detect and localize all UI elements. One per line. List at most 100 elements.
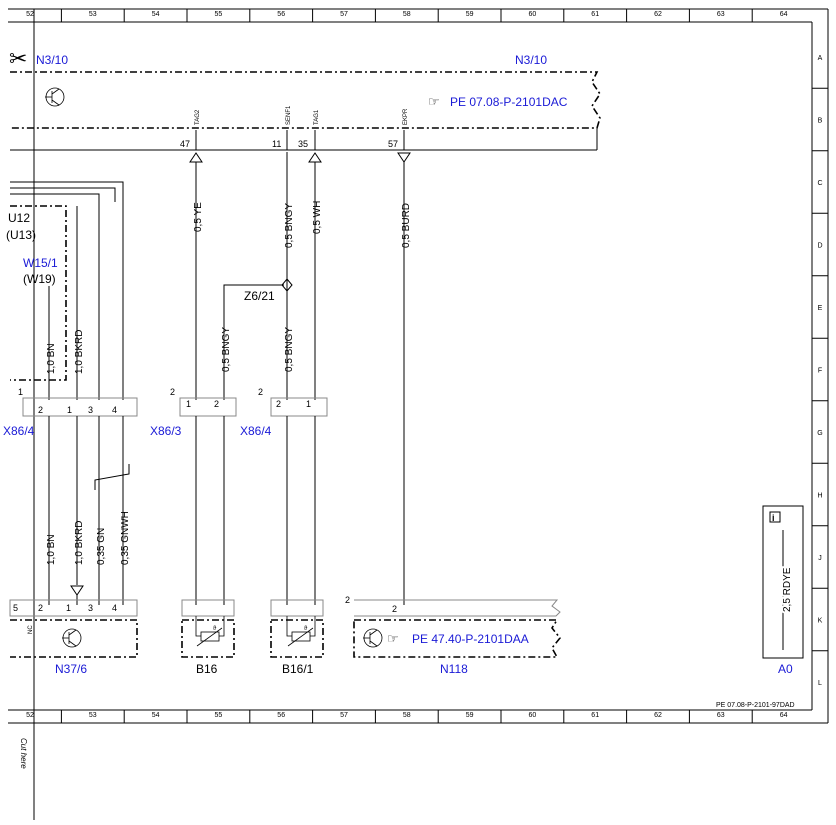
row-label: H (817, 493, 822, 500)
column-label-bottom: 59 (466, 712, 474, 719)
svg-text:1: 1 (66, 603, 71, 613)
wire-label-gnwh: 0,35 GNWH (120, 511, 131, 565)
pointing-hand-icon: ☞ (428, 94, 440, 109)
svg-text:4: 4 (112, 405, 117, 415)
n3-10-label-left: N3/10 (36, 53, 68, 67)
column-label-top: 58 (403, 11, 411, 18)
wire-label-bngy-top: 0,5 BNGY (284, 203, 295, 248)
wire-label-wh: 0,5 WH (312, 201, 323, 234)
column-label-top: 55 (215, 11, 223, 18)
doc-reference: PE 07.08-P-2101-97DAD (716, 702, 795, 709)
column-label-top: 62 (654, 11, 662, 18)
svg-text:3: 3 (88, 603, 93, 613)
row-label: J (818, 555, 822, 562)
row-label: B (818, 118, 823, 125)
svg-text:2: 2 (38, 603, 43, 613)
column-label-bottom: 56 (277, 712, 285, 719)
n3-10-wires (195, 152, 405, 605)
w19-label: (W19) (23, 272, 56, 286)
wire-label-bngy-b16-1: 0,5 BNGY (284, 327, 295, 372)
w15-1-label: W15/1 (23, 256, 58, 270)
svg-text:1: 1 (67, 405, 72, 415)
x86-4-left-label: X86/4 (3, 424, 35, 438)
b16-1-label: B16/1 (282, 662, 314, 676)
n37-6-label: N37/6 (55, 662, 87, 676)
n3-10-reference-link[interactable]: PE 07.08-P-2101DAC (450, 95, 568, 109)
svg-text:4: 4 (112, 603, 117, 613)
n118-unit[interactable]: 2 2 ☞ PE 47.40-P-2101DAA N118 (345, 595, 562, 676)
wire-label-bkrd-bot: 1,0 BKRD (74, 521, 85, 565)
svg-text:3: 3 (88, 405, 93, 415)
column-ticks: 5252535354545555565657575858595960606161… (26, 9, 788, 723)
scissors-icon: ✂ (9, 46, 27, 71)
wire-label-burd: 0,5 BURD (401, 203, 412, 248)
svg-text:2: 2 (38, 405, 43, 415)
row-label: E (818, 305, 823, 312)
connector-x86-3[interactable]: 2 1 2 X86/3 (150, 387, 237, 438)
z6-21-label: Z6/21 (244, 289, 275, 303)
column-label-bottom: 60 (529, 712, 537, 719)
column-label-top: 56 (277, 11, 285, 18)
transistor-icon (363, 628, 383, 648)
row-label: K (818, 618, 823, 625)
b16-sensor[interactable]: ϑ B16 (181, 599, 235, 676)
svg-text:2: 2 (345, 595, 350, 605)
svg-text:2: 2 (258, 387, 263, 397)
signal-tag2: TAG2 (195, 109, 201, 125)
column-label-bottom: 61 (591, 712, 599, 719)
column-label-top: 52 (26, 11, 34, 18)
wire-label-gn: 0,35 GN (96, 528, 107, 565)
column-label-top: 64 (780, 11, 788, 18)
sheet-frame (8, 8, 829, 724)
svg-text:1: 1 (306, 399, 311, 409)
wire-label-bngy-b16: 0,5 BNGY (221, 327, 232, 372)
wire-label-bn-bot: 1,0 BN (46, 534, 57, 565)
pointing-hand-icon: ☞ (387, 631, 399, 646)
column-label-bottom: 55 (215, 712, 223, 719)
temperature-sensor-icon: ϑ (286, 616, 316, 647)
row-label: D (817, 243, 822, 250)
signal-tag1: TAG1 (314, 109, 320, 125)
column-label-top: 60 (529, 11, 537, 18)
column-label-top: 63 (717, 11, 725, 18)
info-icon: i (772, 513, 775, 523)
svg-text:5: 5 (13, 603, 18, 613)
row-label: A (818, 55, 823, 62)
transistor-icon (62, 628, 82, 648)
column-label-bottom: 53 (89, 712, 97, 719)
u12-label: U12 (8, 211, 30, 225)
pin-57: 57 (388, 139, 398, 149)
lower-wires (48, 416, 316, 605)
u13-label: (U13) (6, 228, 36, 242)
n118-reference-link[interactable]: PE 47.40-P-2101DAA (412, 632, 529, 646)
pin-11: 11 (272, 139, 281, 149)
wire-label-bn-top: 1,0 BN (46, 343, 57, 374)
column-label-bottom: 63 (717, 712, 725, 719)
svg-text:NC: NC (28, 625, 34, 634)
a0-wire-label: 2,5 RDYE (782, 567, 793, 612)
connector-x86-4-left[interactable]: 1 2 1 3 4 X86/4 (3, 387, 138, 438)
row-label: C (817, 180, 822, 187)
svg-text:1: 1 (18, 387, 23, 397)
column-label-bottom: 54 (152, 712, 160, 719)
column-label-top: 61 (591, 11, 599, 18)
column-label-bottom: 58 (403, 712, 411, 719)
b16-1-sensor[interactable]: ϑ B16/1 (270, 599, 324, 676)
u12-module: U12 (U13) W15/1 (W19) 1,0 BN 1,0 BKRD (6, 181, 124, 400)
a0-label: A0 (778, 662, 793, 676)
column-label-top: 59 (466, 11, 474, 18)
svg-text:2: 2 (392, 604, 397, 614)
column-label-bottom: 52 (26, 712, 34, 719)
n37-6-unit[interactable]: 5 2 1 3 4 NC N37/6 (9, 599, 138, 676)
pin-35: 35 (298, 139, 308, 149)
svg-text:ϑ: ϑ (213, 626, 217, 632)
svg-text:2: 2 (170, 387, 175, 397)
n118-label: N118 (440, 662, 468, 676)
x86-3-label: X86/3 (150, 424, 182, 438)
connector-x86-4[interactable]: 2 2 1 X86/4 (240, 387, 328, 438)
n3-10-unit[interactable]: ✂ N3/10 N3/10 ☞ PE 07.08-P-2101DAC TAG2 … (9, 46, 601, 151)
cut-here-label: Cut here (19, 738, 28, 769)
n3-10-label-right: N3/10 (515, 53, 547, 67)
a0-component[interactable]: i 2,5 RDYE A0 (762, 505, 804, 676)
